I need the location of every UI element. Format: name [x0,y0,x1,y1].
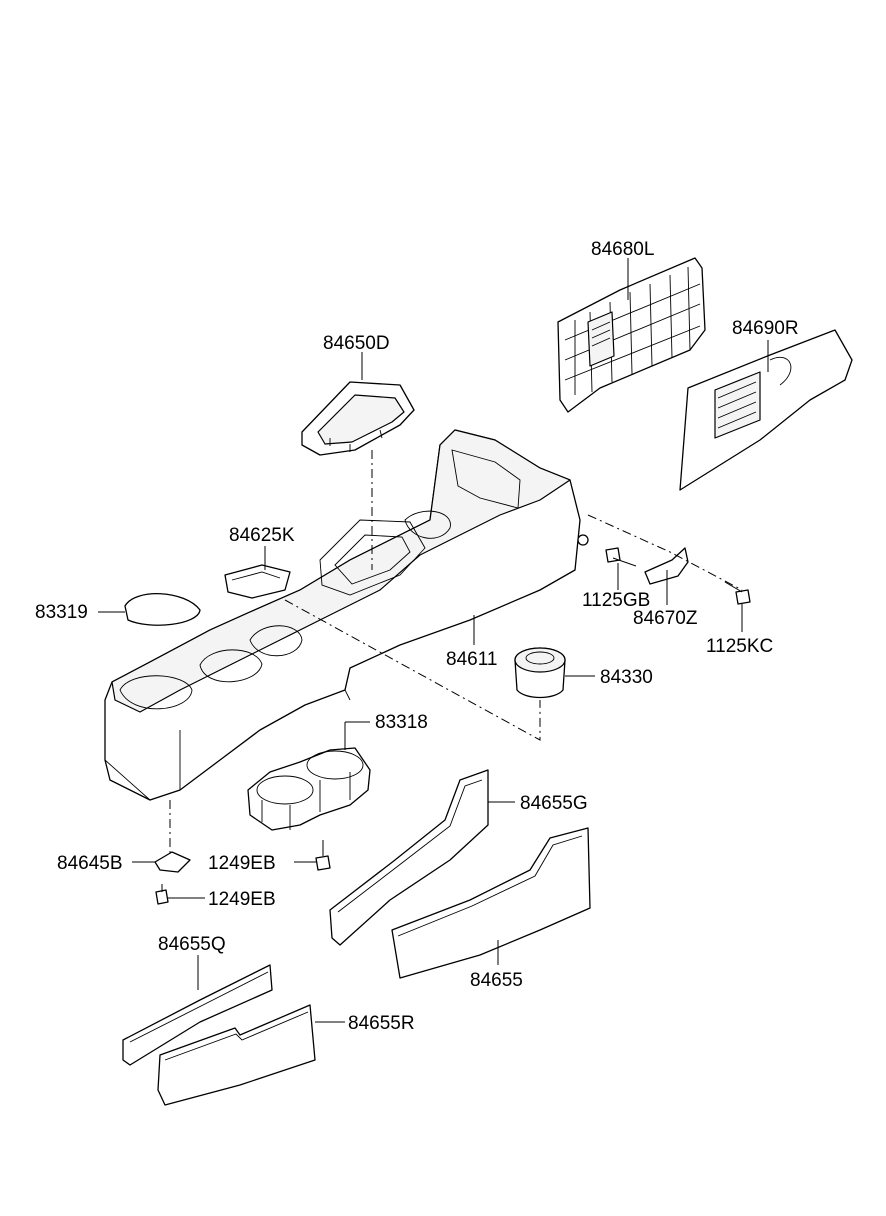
trim-84655Q [122,964,273,1066]
trim-84655 [391,827,591,979]
label-84690R: 84690R [732,318,799,339]
ashtray-cup [514,647,566,699]
label-84670Z: 84670Z [633,608,698,629]
screw-1249EB-upper [315,840,331,871]
side-panel-left [557,257,706,413]
label-84655R: 84655R [348,1013,415,1034]
main-console [104,429,589,801]
label-84650D: 84650D [323,333,390,354]
trim-84655G [329,769,489,946]
shift-bezel [301,381,415,456]
leader-83318 [344,721,370,750]
label-83319: 83319 [35,602,88,623]
switch-cover [224,564,291,599]
label-1249EB-upper: 1249EB [208,853,276,874]
align-line-screws [587,514,743,591]
trim-84655R [157,1004,316,1106]
label-1249EB-lower: 1249EB [208,889,276,910]
label-84655Q: 84655Q [158,934,226,955]
label-84611: 84611 [446,649,497,670]
screw-1125GB [605,547,637,567]
screw-1125KC [724,581,751,605]
label-84645B: 84645B [57,853,123,874]
cup-holder [247,747,371,831]
align-line-ashtray [284,599,541,741]
label-1125GB: 1125GB [582,590,650,611]
label-1125KC: 1125KC [706,636,773,657]
screw-1249EB-lower [155,884,169,905]
bracket-84670Z [644,547,689,585]
label-84655: 84655 [470,970,523,991]
side-panel-right [679,329,853,491]
clip-84645B [154,851,191,873]
label-84655G: 84655G [520,793,588,814]
label-84680L: 84680L [591,239,654,260]
label-84330: 84330 [600,667,653,688]
label-84625K: 84625K [229,525,295,546]
label-83318: 83318 [375,712,428,733]
cup-lid [124,593,201,626]
